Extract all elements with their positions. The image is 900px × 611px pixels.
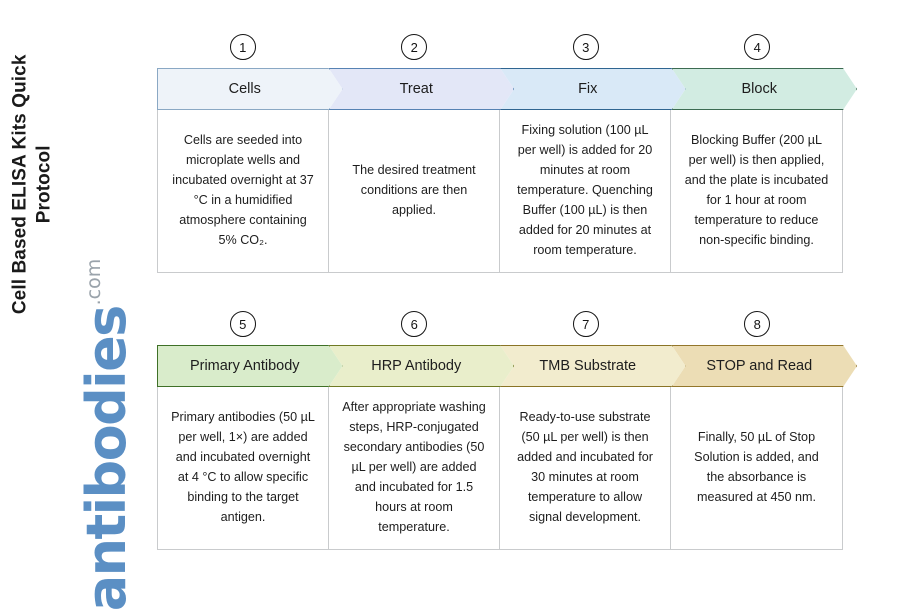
step-description-text-7: Ready-to-use substrate (50 µL per well) … [517,410,653,524]
process-flow-row-2: 5 6 7 8 Primary Antibody HRP Antibody TMB Sub… [157,311,843,550]
step-number-badge-2: 2 [401,34,428,60]
step-chevron-8[interactable]: STOP and Read [672,345,858,387]
step-description-text-6: After appropriate washing steps, HRP-con… [342,400,486,534]
step-description-text-3: Fixing solution (100 µL per well) is add… [517,123,653,257]
step-description-2: The desired treatment conditions are the… [329,110,500,272]
step-chevron-5[interactable]: Primary Antibody [157,345,343,387]
process-flow-row-1: 1 2 3 4 Cells Treat Fix Block Cells are seeded… [157,34,843,273]
brand-logo: antibodies.com [64,259,138,611]
brand-name: antibodies [75,306,138,611]
step-badge-strip-1: 1 2 3 4 [157,34,843,64]
step-description-text-1: Cells are seeded into microplate wells a… [172,133,314,247]
step-number-badge-5: 5 [229,311,256,337]
step-number-badge-6: 6 [401,311,428,337]
step-chevron-3[interactable]: Fix [500,68,686,110]
step-label-1: Cells [228,81,261,97]
step-chevron-1[interactable]: Cells [157,68,343,110]
step-number-badge-3: 3 [572,34,599,60]
step-label-8: STOP and Read [706,358,813,374]
step-description-3: Fixing solution (100 µL per well) is add… [500,110,671,272]
step-description-text-5: Primary antibodies (50 µL per well, 1×) … [171,410,315,524]
step-description-7: Ready-to-use substrate (50 µL per well) … [500,387,671,549]
step-label-4: Block [741,81,777,97]
brand-tld: .com [83,258,105,306]
description-strip-1: Cells are seeded into microplate wells a… [157,110,843,273]
step-description-text-2: The desired treatment conditions are the… [352,163,476,217]
chevron-strip-1: Cells Treat Fix Block [157,68,843,110]
step-description-5: Primary antibodies (50 µL per well, 1×) … [158,387,329,549]
step-description-4: Blocking Buffer (200 µL per well) is the… [671,110,842,272]
step-description-6: After appropriate washing steps, HRP-con… [329,387,500,549]
step-label-6: HRP Antibody [371,358,462,374]
step-description-1: Cells are seeded into microplate wells a… [158,110,329,272]
step-chevron-6[interactable]: HRP Antibody [329,345,515,387]
step-label-5: Primary Antibody [189,358,300,374]
step-chevron-4[interactable]: Block [672,68,858,110]
step-chevron-7[interactable]: TMB Substrate [500,345,686,387]
step-chevron-2[interactable]: Treat [329,68,515,110]
left-rail: Cell Based ELISA Kits Quick Protocol ant… [0,0,152,611]
step-label-2: Treat [399,81,433,97]
page-title: Cell Based ELISA Kits Quick Protocol [9,54,55,315]
step-number-badge-8: 8 [744,311,771,337]
step-description-text-4: Blocking Buffer (200 µL per well) is the… [684,133,829,247]
step-number-badge-1: 1 [229,34,256,60]
step-description-text-8: Finally, 50 µL of Stop Solution is added… [694,430,819,504]
step-badge-strip-2: 5 6 7 8 [157,311,843,341]
step-label-3: Fix [578,81,598,97]
chevron-strip-2: Primary Antibody HRP Antibody TMB Substrat… [157,345,843,387]
step-number-badge-4: 4 [744,34,771,60]
step-description-8: Finally, 50 µL of Stop Solution is added… [671,387,842,549]
step-number-badge-7: 7 [572,311,599,337]
step-label-7: TMB Substrate [539,358,637,374]
description-strip-2: Primary antibodies (50 µL per well, 1×) … [157,387,843,550]
